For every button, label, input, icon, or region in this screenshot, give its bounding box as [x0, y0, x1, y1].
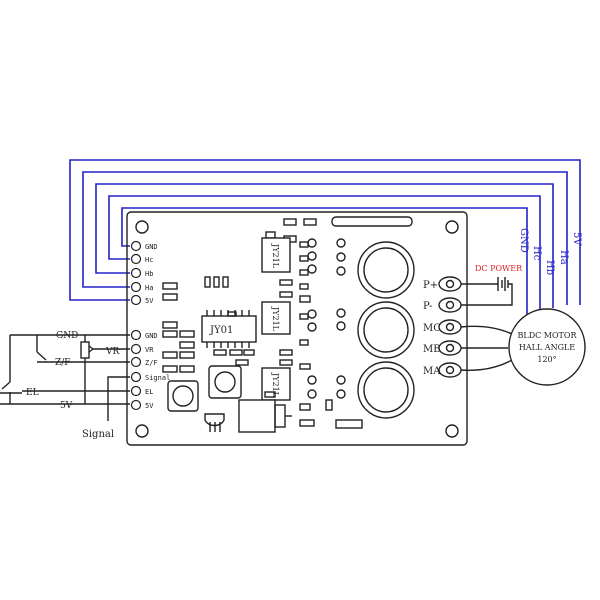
board-components: JY21L JY21L JY21L JY01: [162, 216, 415, 433]
terminal-mc: MC: [423, 323, 441, 334]
mounting-hole-br: [445, 424, 459, 438]
hall-wire-bundle: [69, 159, 581, 318]
ext-label-5v: 5V: [60, 401, 73, 411]
terminal-p-plus: P+: [423, 280, 438, 291]
bldc-motor: BLDC MOTOR HALL ANGLE 120°: [508, 308, 586, 386]
control-pin-5v: 5V: [145, 402, 154, 410]
ext-label-vr: VR: [105, 347, 119, 357]
dc-power-source: DC POWER: [461, 264, 523, 306]
ext-signal-label: Signal: [82, 429, 114, 440]
hall-wire-gnd: [121, 207, 528, 318]
board-outline: [126, 211, 468, 446]
mounting-hole-tr: [445, 220, 459, 234]
terminal-mb: MB: [423, 344, 441, 355]
driver-chip-1: [261, 237, 291, 273]
voltage-regulator: [238, 399, 292, 433]
tactile-switch-2: [208, 365, 242, 399]
driver-chip-1-label: JY21L: [271, 243, 280, 269]
hall-wire-ha: [82, 171, 568, 305]
control-pin-vr: VR: [145, 346, 154, 354]
hall-wire-5v: [69, 159, 581, 305]
driver-chip-3-label: JY21L: [271, 372, 280, 398]
capacitor-1: [357, 241, 415, 299]
motor-wire-label-hb: Hb: [544, 260, 555, 275]
ext-signal-wire: [107, 376, 130, 421]
hall-wire-hb: [95, 183, 554, 308]
driver-chip-3: [261, 367, 291, 401]
control-pin-gnd: GND: [145, 332, 158, 340]
mcu-chip-label: JY01: [209, 325, 233, 336]
hall-pin-ha: Ha: [145, 284, 153, 292]
motor-label-line1: BLDC MOTOR: [518, 331, 578, 340]
control-pin-signal: Signal: [145, 374, 170, 382]
external-control-wiring: GND Z/F VR EL 5V Signal: [0, 331, 130, 440]
motor-wire-label-hc: Hc: [531, 246, 542, 261]
ext-label-gnd: GND: [56, 331, 78, 341]
ext-label-zf: Z/F: [55, 358, 71, 368]
hall-pin-hb: Hb: [145, 270, 153, 278]
ext-potentiometer: [80, 341, 90, 359]
capacitor-3: [357, 361, 415, 419]
motor-wire-label-ha: Ha: [558, 250, 569, 265]
motor-phase-wires: [460, 325, 513, 371]
control-pin-zf: Z/F: [145, 359, 158, 367]
mounting-hole-tl: [135, 220, 149, 234]
motor-label-line3: 120°: [537, 355, 556, 364]
motor-wire-label-gnd: GND: [518, 228, 529, 253]
terminal-p-minus: P-: [423, 301, 433, 312]
motor-wire-labels: GND Hc Hb Ha 5V: [518, 228, 582, 275]
ext-label-el: EL: [26, 388, 39, 398]
dc-power-label: DC POWER: [475, 264, 523, 273]
terminal-block: P+ P- MC MB MA: [423, 276, 462, 378]
driver-chip-2: [261, 301, 291, 335]
hall-pin-5v: 5V: [145, 297, 154, 305]
motor-wire-label-5v: 5V: [571, 232, 582, 246]
transistor: [204, 413, 225, 432]
control-pin-el: EL: [145, 388, 153, 396]
capacitor-2: [357, 301, 415, 359]
driver-chip-2-label: JY21L: [271, 306, 280, 332]
terminal-ma: MA: [423, 366, 441, 377]
motor-label-line2: HALL ANGLE: [519, 343, 575, 352]
hall-pin-hc: Hc: [145, 256, 153, 264]
hall-pin-header: GND Hc Hb Ha 5V: [130, 240, 158, 306]
hall-pin-gnd: GND: [145, 243, 158, 251]
hall-wire-hc: [108, 195, 541, 312]
control-pin-header: GND VR Z/F Signal EL 5V: [130, 329, 170, 411]
mounting-hole-bl: [135, 424, 149, 438]
